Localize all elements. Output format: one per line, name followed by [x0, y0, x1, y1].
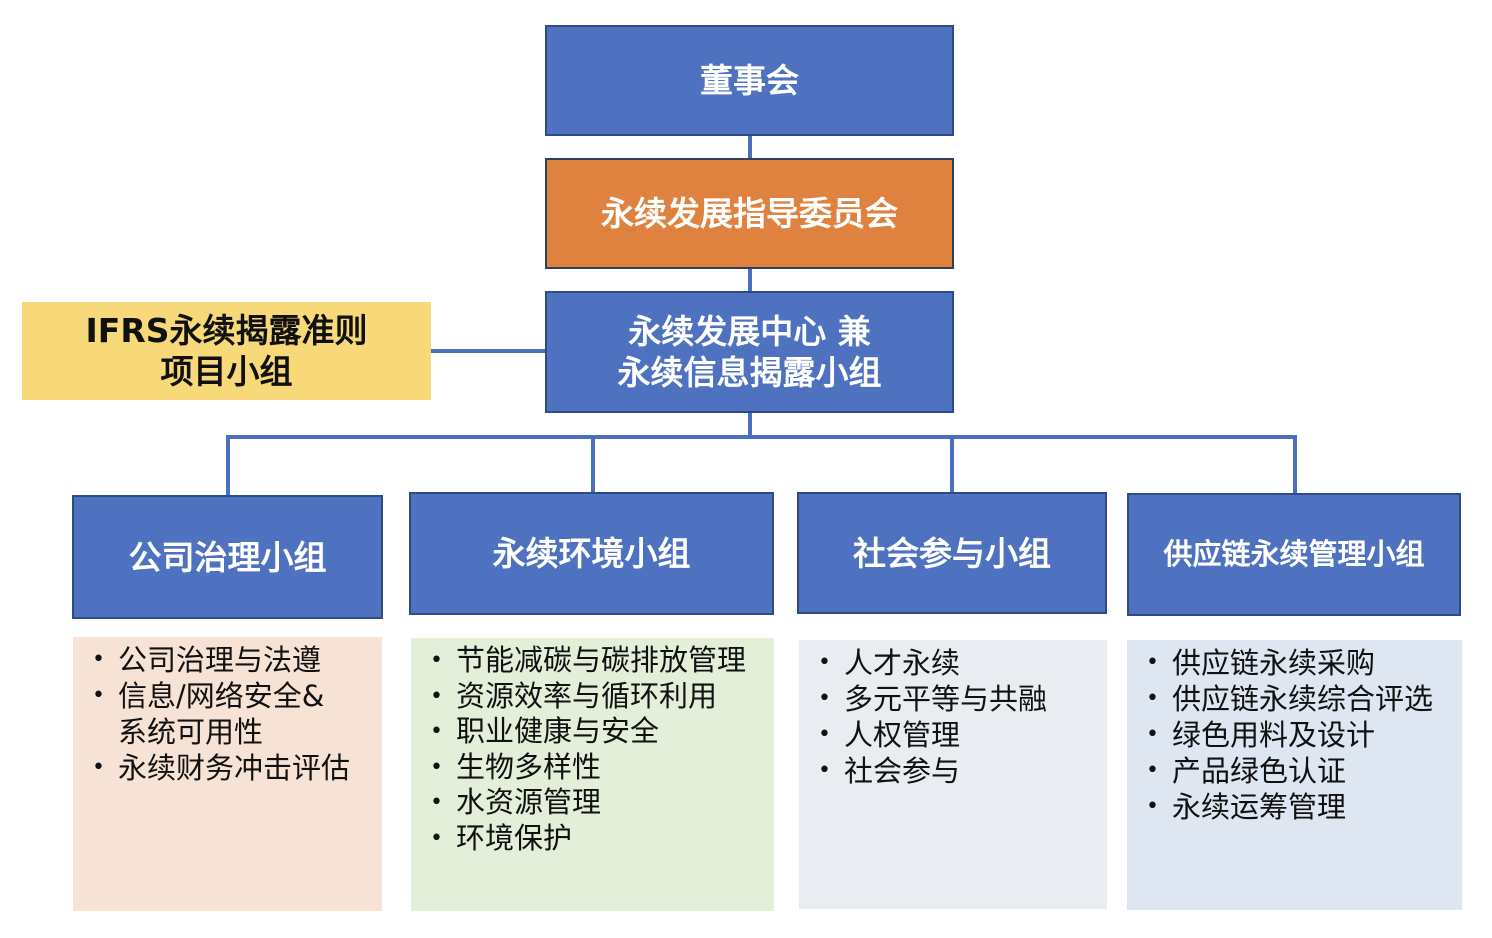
- list-item-text: 环境保护: [456, 820, 573, 855]
- list-item-text: 信息/网络安全& 系统可用性: [118, 679, 325, 749]
- ifrs-project-group-box: IFRS永续揭露准则 项目小组: [22, 302, 431, 400]
- bullet: •: [430, 719, 443, 744]
- bullet: •: [430, 683, 443, 709]
- list-item: • 社会参与: [818, 753, 1099, 789]
- list-item-text: 节能减碳与碳排放管理: [456, 643, 747, 677]
- list-item: • 环境保护: [430, 820, 766, 857]
- list-item: • 资源效率与循环利用: [430, 678, 766, 715]
- bullet: •: [1146, 758, 1159, 783]
- bullet: •: [430, 754, 443, 780]
- list-item-text: 社会参与: [844, 754, 961, 788]
- sustainability-center-label-line2: 永续信息揭露小组: [617, 353, 882, 392]
- bullet: •: [92, 647, 105, 672]
- list-item-text: 职业健康与安全: [456, 714, 660, 748]
- ifrs-project-group-label-line1: IFRS永续揭露准则: [85, 311, 368, 350]
- list-item-text: 永续财务冲击评估: [118, 751, 351, 785]
- bullet: •: [818, 650, 831, 675]
- list-item-text: 公司治理与法遵: [118, 643, 322, 677]
- list-item: • 生物多样性: [430, 749, 766, 786]
- list-item: • 供应链永续综合评选: [1146, 681, 1454, 717]
- board-box: 董事会: [545, 25, 954, 136]
- group-social-title: 社会参与小组: [853, 533, 1051, 573]
- group-governance-title: 公司治理小组: [128, 537, 327, 577]
- group-supply-chain-title: 供应链永续管理小组: [1163, 537, 1425, 571]
- list-item-text: 多元平等与共融: [844, 682, 1048, 716]
- group-supply-chain-box: 供应链永续管理小组: [1127, 493, 1461, 616]
- list-item: • 人权管理: [818, 717, 1099, 753]
- list-item-text: 人才永续: [844, 646, 961, 680]
- bullet: •: [818, 686, 831, 711]
- group-governance-box: 公司治理小组: [72, 495, 383, 619]
- sustainability-center-label-line1: 永续发展中心 兼: [628, 312, 871, 351]
- list-item: • 永续运筹管理: [1146, 789, 1454, 825]
- list-item: • 职业健康与安全: [430, 714, 766, 750]
- bullet: •: [92, 755, 105, 780]
- bullet: •: [1146, 686, 1159, 711]
- list-item-text: 水资源管理: [456, 785, 602, 819]
- group-environment-box: 永续环境小组: [409, 492, 774, 615]
- list-item: • 水资源管理: [430, 785, 766, 821]
- list-item: • 公司治理与法遵: [92, 642, 374, 678]
- bullet: •: [818, 758, 831, 783]
- list-item-text: 供应链永续采购: [1172, 646, 1376, 680]
- list-item: • 产品绿色认证: [1146, 753, 1454, 789]
- list-item-text: 生物多样性: [456, 749, 602, 784]
- bullet: •: [1146, 722, 1159, 747]
- steering-committee-label: 永续发展指导委员会: [601, 194, 898, 233]
- list-item: • 绿色用料及设计: [1146, 717, 1454, 753]
- bullet: •: [1146, 794, 1159, 819]
- bullet: •: [430, 825, 443, 851]
- list-item: • 节能减碳与碳排放管理: [430, 643, 766, 679]
- bullet: •: [818, 722, 831, 747]
- group-environment-title: 永续环境小组: [492, 534, 691, 573]
- environment-list: • 节能减碳与碳排放管理 • 资源效率与循环利用 • 职业健康与安全 • 生物多样性 •…: [411, 638, 774, 911]
- social-list: • 人才永续 • 多元平等与共融 • 人权管理 • 社会参与: [799, 640, 1107, 909]
- bullet: •: [430, 648, 443, 673]
- list-item: • 多元平等与共融: [818, 681, 1099, 717]
- ifrs-project-group-label-line2: 项目小组: [160, 352, 293, 391]
- list-item: • 永续财务冲击评估: [92, 750, 374, 786]
- list-item-text: 资源效率与循环利用: [456, 678, 718, 713]
- list-item-text: 绿色用料及设计: [1172, 718, 1376, 752]
- board-label: 董事会: [700, 61, 799, 100]
- list-item: • 信息/网络安全& 系统可用性: [92, 678, 374, 750]
- list-item-text: 产品绿色认证: [1172, 754, 1347, 788]
- list-item: • 供应链永续采购: [1146, 645, 1454, 681]
- list-item-text: 供应链永续综合评选: [1172, 682, 1434, 716]
- list-item: • 人才永续: [818, 645, 1099, 681]
- list-item-text: 永续运筹管理: [1172, 790, 1347, 824]
- bullet: •: [92, 683, 105, 708]
- supply-chain-list: • 供应链永续采购 • 供应链永续综合评选 • 绿色用料及设计 • 产品绿色认证 • 永续…: [1127, 640, 1462, 910]
- sustainability-center-box: 永续发展中心 兼 永续信息揭露小组: [545, 291, 954, 413]
- governance-list: • 公司治理与法遵 • 信息/网络安全& 系统可用性 • 永续财务冲击评估: [73, 637, 382, 911]
- list-item-text: 人权管理: [844, 718, 961, 752]
- group-social-box: 社会参与小组: [797, 492, 1107, 614]
- steering-committee-box: 永续发展指导委员会: [545, 158, 954, 269]
- bullet: •: [1146, 650, 1159, 675]
- bullet: •: [430, 790, 443, 815]
